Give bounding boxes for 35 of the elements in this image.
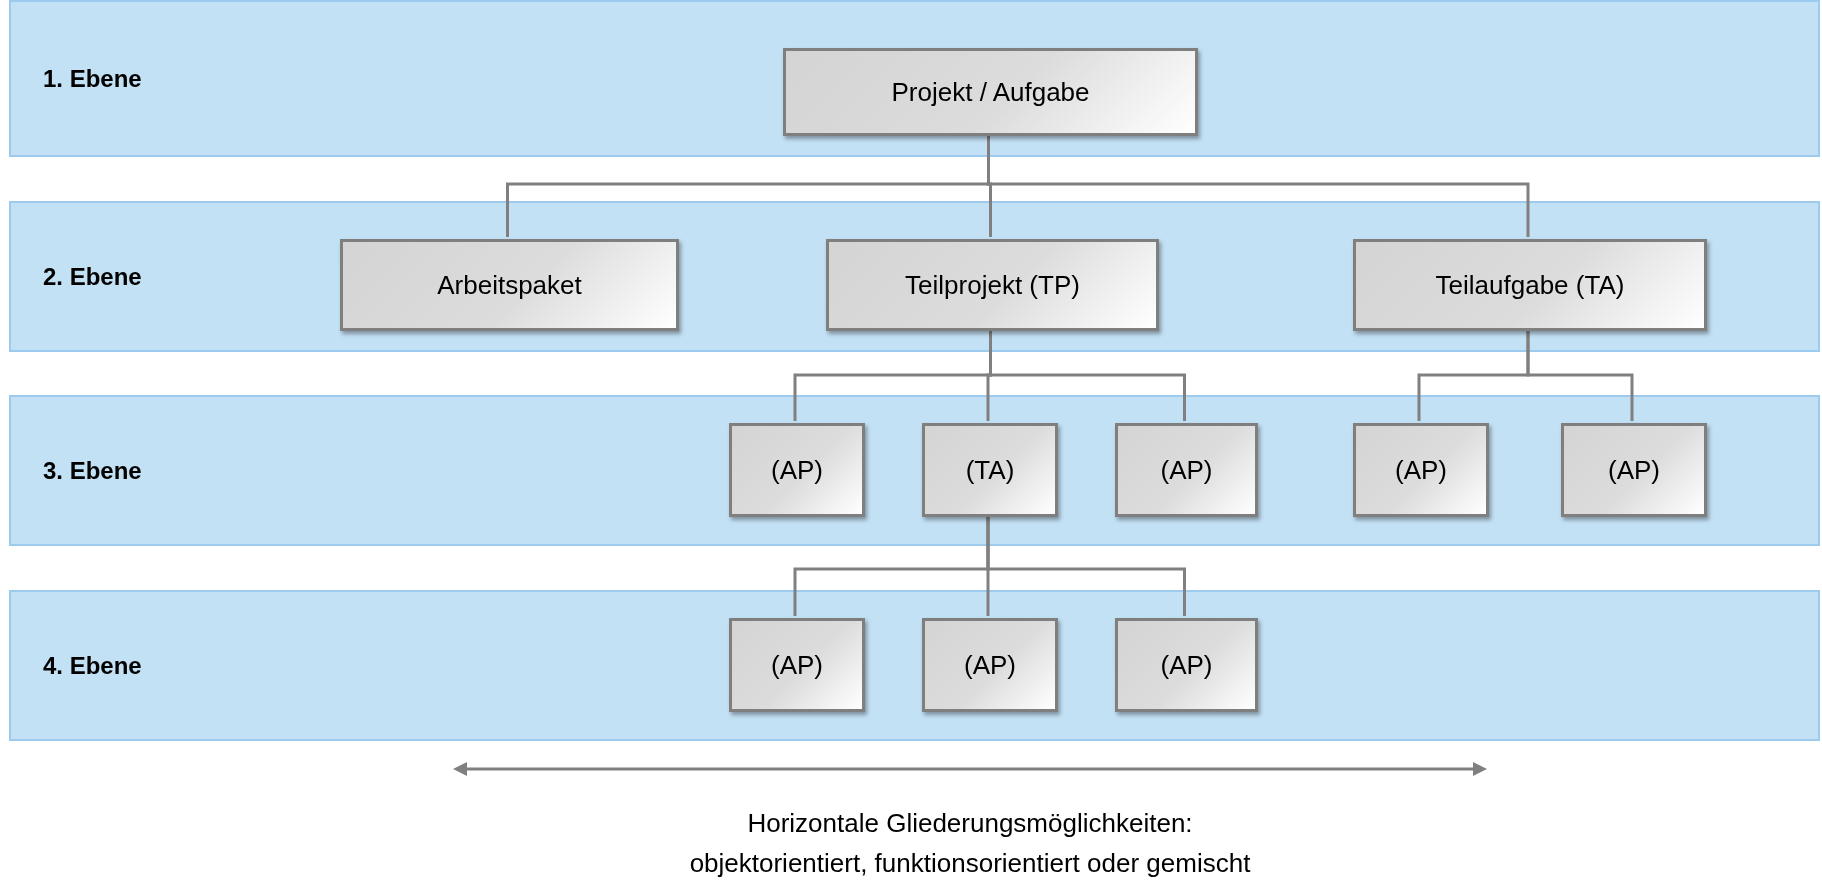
structure-box <box>1115 618 1258 712</box>
level-band <box>9 395 1820 546</box>
caption-text: Horizontale Gliederungsmöglichkeiten: objektorientiert, funktionsorientiert oder gemischt <box>688 807 1252 880</box>
level-label: 4. Ebene <box>43 650 142 681</box>
structure-box <box>922 423 1058 517</box>
box-label: (AP) <box>1608 453 1660 487</box>
tree-connector <box>986 515 1186 616</box>
structure-box <box>1561 423 1707 517</box>
box-label: (AP) <box>1160 648 1213 682</box>
box-label: (AP) <box>771 648 823 682</box>
box-label: (AP) <box>771 453 823 487</box>
box-label: (AP) <box>964 648 1016 682</box>
level-label: 2. Ebene <box>43 261 142 292</box>
structure-box <box>783 48 1198 136</box>
structure-box <box>340 239 679 331</box>
level-label: 3. Ebene <box>43 455 142 486</box>
level-label: 1. Ebene <box>43 63 142 94</box>
box-label: (AP) <box>1160 453 1213 487</box>
box-label: Projekt / Aufgabe <box>891 75 1090 109</box>
box-label: Arbeitspaket <box>437 268 582 302</box>
tree-connector <box>1526 329 1634 421</box>
structure-box <box>729 423 865 517</box>
level-band <box>9 0 1820 157</box>
structure-box <box>922 618 1058 712</box>
box-label: Teilaufgabe (TA) <box>1435 268 1625 302</box>
level-band <box>9 590 1820 741</box>
structure-box <box>1353 423 1489 517</box>
box-label: (AP) <box>1395 453 1447 487</box>
structure-box <box>1353 239 1707 331</box>
structure-box <box>729 618 865 712</box>
level-band <box>9 201 1820 352</box>
box-label: Teilprojekt (TP) <box>905 268 1080 302</box>
structure-box <box>826 239 1159 331</box>
box-label: (TA) <box>965 453 1015 487</box>
structure-box <box>1115 423 1258 517</box>
